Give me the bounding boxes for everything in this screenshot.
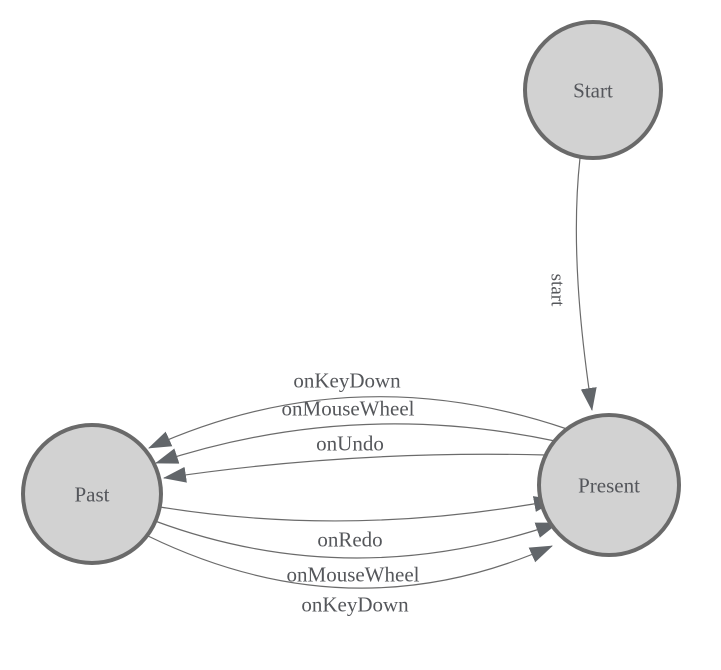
transition-label-start-to-present: start <box>546 274 567 307</box>
transition-edge-start-to-present <box>575 157 597 411</box>
transition-edge-past-to-present-onkeydown <box>147 535 553 589</box>
state-node-label-start: Start <box>573 78 613 102</box>
state-node-label-past: Past <box>74 482 109 506</box>
state-node-start <box>523 20 663 160</box>
transition-edge-present-to-past-onundo <box>163 453 547 483</box>
state-node-present <box>537 413 681 557</box>
transition-label-present-to-past-onmousewheel: onMouseWheel <box>282 396 415 420</box>
transition-edge-past-to-present-onredo <box>159 496 557 522</box>
transition-label-present-to-past-onundo: onUndo <box>316 431 384 455</box>
state-node-label-present: Present <box>578 473 640 497</box>
transition-label-present-to-past-onkeydown: onKeyDown <box>293 368 401 392</box>
transition-edge-past-to-present-onmousewheel <box>154 520 559 559</box>
transition-label-past-to-present-onkeydown: onKeyDown <box>301 592 409 616</box>
transition-label-past-to-present-onredo: onRedo <box>317 527 382 551</box>
transition-label-past-to-present-onmousewheel: onMouseWheel <box>287 562 420 586</box>
transition-edge-present-to-past-onkeydown <box>148 396 568 449</box>
state-node-past <box>21 423 163 565</box>
transition-edge-present-to-past-onmousewheel <box>155 423 556 464</box>
